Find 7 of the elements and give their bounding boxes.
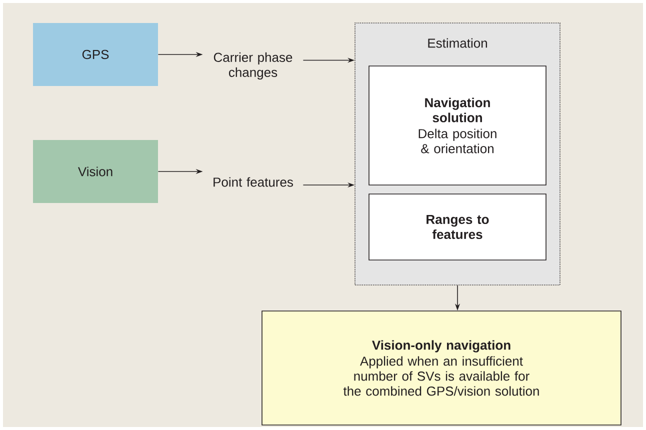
result-box: Vision-only navigation Applied when an insufficient number of SVs is available for the combined GPS/vision solution [262,310,622,426]
data-label: Point features [214,177,293,187]
source-box: GPS [33,23,158,86]
process-box: Navigation solution Delta position & orientation [368,66,546,186]
process-box: Ranges to features [368,194,546,260]
data-label: Carrier phase changes [214,52,292,80]
source-box: Vision [33,140,158,203]
